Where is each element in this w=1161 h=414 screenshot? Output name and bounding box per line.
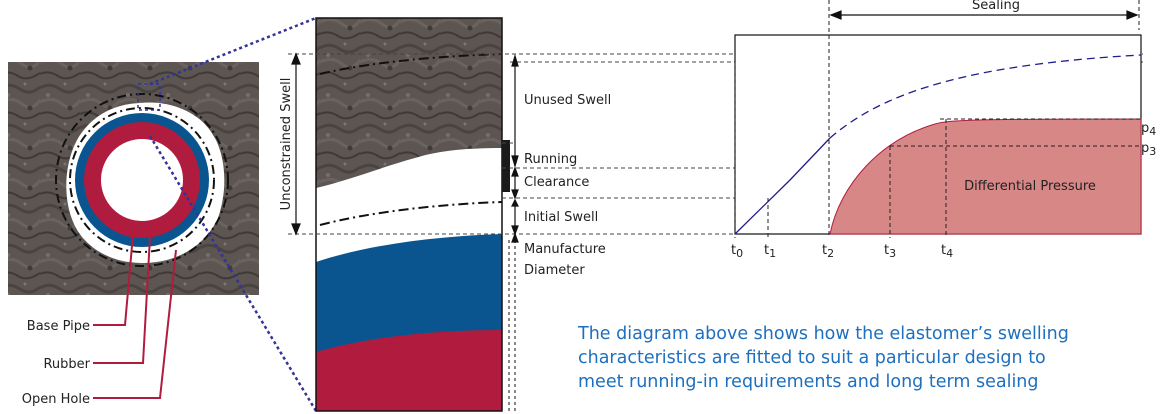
unused-swell-label: Unused Swell — [524, 93, 611, 108]
running-clearance-label-1: Running — [524, 152, 577, 167]
time-ticks: t0 t1 t2 t3 t4 — [731, 243, 953, 260]
sealing-arrow — [829, 10, 1139, 20]
sealing-edge — [502, 140, 510, 192]
base-pipe — [95, 133, 189, 227]
unconstrained-swell-arrow — [291, 52, 301, 236]
swell-stage-arrows — [511, 53, 519, 243]
differential-pressure-label: Differential Pressure — [964, 179, 1096, 194]
manufacture-diameter-label-1: Manufacture — [524, 242, 606, 257]
tick-t0: t0 — [731, 243, 743, 260]
open-hole-label: Open Hole — [22, 392, 90, 407]
cross-section-panel — [8, 62, 259, 295]
rubber-label: Rubber — [43, 357, 90, 372]
caption: The diagram above shows how the elastome… — [578, 322, 1161, 394]
unconstrained-swell-line — [319, 53, 502, 75]
manufacture-diameter-label-2: Diameter — [524, 263, 585, 278]
initial-swell-ring — [69, 107, 215, 253]
running-clearance-label-2: Clearance — [524, 175, 589, 190]
sealing-label: Sealing — [972, 0, 1020, 13]
tick-p4: p4 — [1141, 121, 1156, 138]
magnified-section — [315, 17, 510, 412]
swell-pressure-graph: Sealing Differential Pressure — [734, 0, 1142, 238]
initial-swell-line — [319, 201, 502, 226]
base-pipe-label: Base Pipe — [27, 319, 90, 334]
graph-guides — [734, 0, 1141, 238]
pressure-ticks: p4 p3 — [1141, 121, 1156, 158]
red-pipe-layer — [316, 330, 502, 411]
tick-t1: t1 — [764, 243, 776, 260]
differential-pressure-area — [829, 118, 1142, 235]
unconstrained-swell-ring — [55, 93, 229, 267]
tick-t4: t4 — [941, 243, 953, 260]
caption-line-3: meet running-in requirements and long te… — [578, 372, 1039, 392]
tick-t3: t3 — [884, 243, 896, 260]
caption-line-1: The diagram above shows how the elastome… — [578, 324, 1069, 344]
caption-line-2: characteristics are fitted to suit a par… — [578, 348, 1046, 368]
unconstrained-swell-label: Unconstrained Swell — [279, 78, 294, 211]
tick-t2: t2 — [822, 243, 834, 260]
swell-curve-dashed — [829, 54, 1142, 139]
initial-swell-label: Initial Swell — [524, 210, 598, 225]
rock-wall — [316, 18, 502, 188]
tick-p3: p3 — [1141, 141, 1156, 158]
swell-curve-solid — [734, 137, 831, 235]
leader-lines — [93, 222, 177, 399]
